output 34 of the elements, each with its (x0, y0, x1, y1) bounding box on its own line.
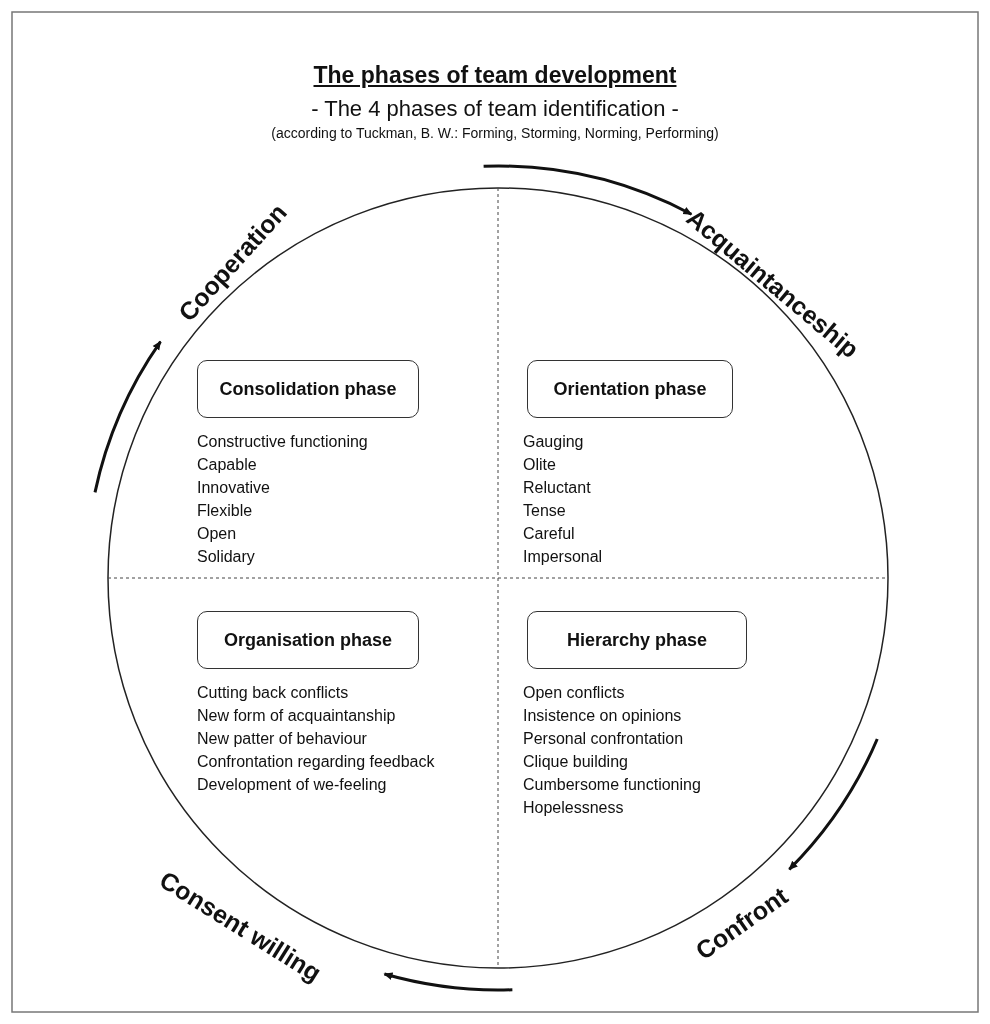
phase-box (527, 360, 733, 418)
phase-box (197, 360, 419, 418)
list-item: Tense (523, 501, 567, 521)
list-item: Clique building (523, 752, 629, 772)
list-item: Hopelessness (523, 798, 625, 818)
list-item: Cutting back conflicts (197, 683, 350, 703)
phase-box (197, 611, 419, 669)
list-item: Solidary (197, 547, 256, 567)
list-item: New patter of behaviour (197, 729, 368, 749)
phase-heading: Consolidation phase (219, 378, 397, 400)
list-item: Impersonal (523, 547, 604, 567)
list-item: Insistence on opinions (523, 706, 683, 726)
diagram-title: The phases of team development (312, 62, 678, 89)
list-item: Careful (523, 524, 576, 544)
list-item: Olite (523, 455, 557, 475)
list-item: Constructive functioning (197, 432, 369, 452)
list-item: Reluctant (523, 478, 592, 498)
phase-heading: Hierarchy phase (566, 629, 708, 651)
list-item: Cumbersome functioning (523, 775, 702, 795)
list-item: Innovative (197, 478, 271, 498)
phase-box (527, 611, 747, 669)
list-item: Gauging (523, 432, 585, 452)
list-item: Personal confrontation (523, 729, 685, 749)
phase-heading: Organisation phase (223, 629, 392, 651)
list-item: New form of acquaintanship (197, 706, 397, 726)
list-item: Open conflicts (523, 683, 626, 703)
list-item: Open (197, 524, 238, 544)
phase-heading: Orientation phase (553, 378, 707, 400)
list-item: Flexible (197, 501, 254, 521)
list-item: Capable (197, 455, 258, 475)
subtitle: - The 4 phases of team identification - (310, 96, 680, 122)
list-item: Development of we-feeling (197, 775, 388, 795)
list-item: Confrontation regarding feedback (197, 752, 436, 772)
subtitle-note: (according to Tuckman, B. W.: Forming, Storming, Norming, Performing) (270, 125, 720, 141)
